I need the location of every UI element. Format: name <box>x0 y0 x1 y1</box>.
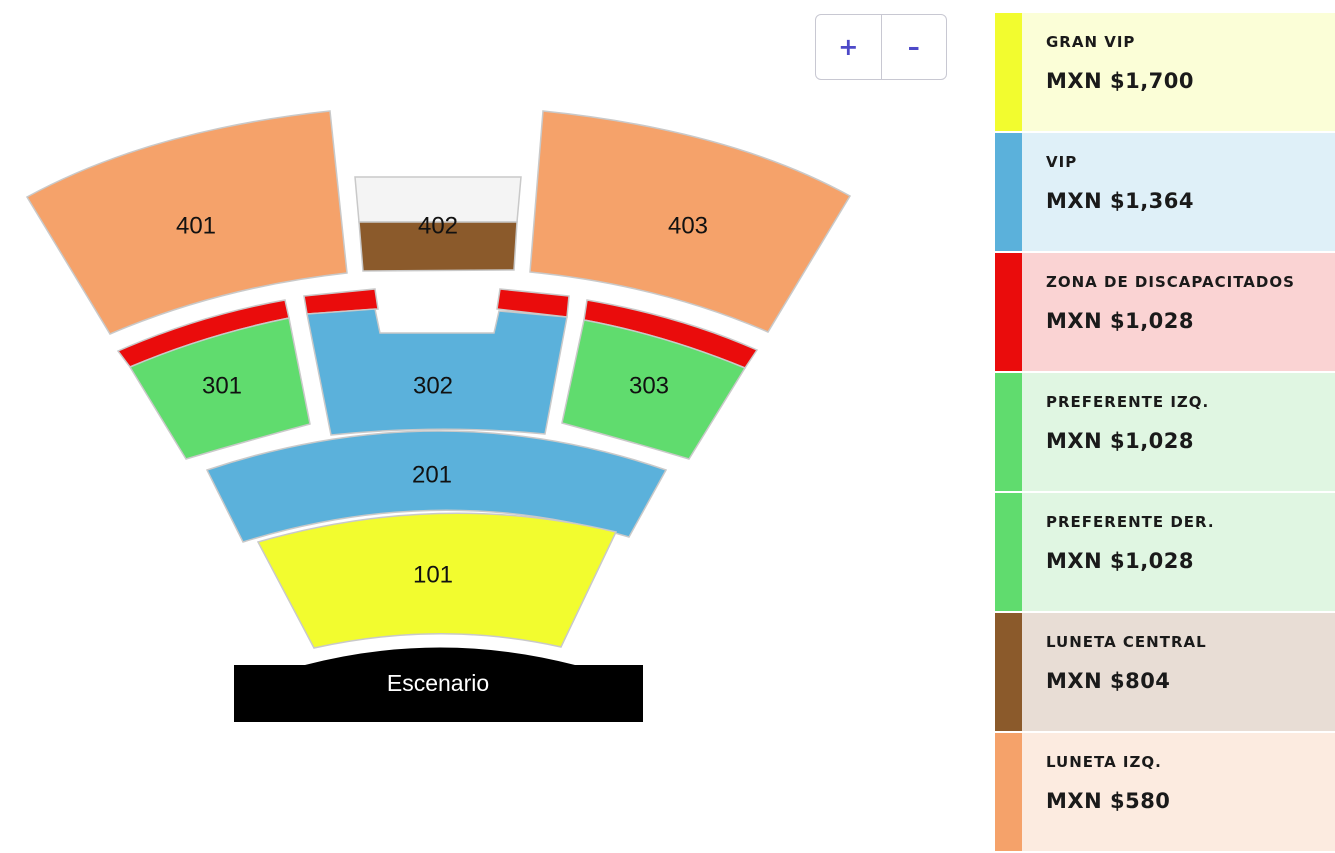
legend-swatch <box>995 493 1022 611</box>
legend-body: VIP MXN $1,364 <box>1022 133 1335 251</box>
legend-body: LUNETA CENTRAL MXN $804 <box>1022 613 1335 731</box>
section-402[interactable] <box>358 221 518 272</box>
legend-item-discapacitados[interactable]: ZONA DE DISCAPACITADOS MXN $1,028 <box>995 253 1335 371</box>
legend-swatch <box>995 613 1022 731</box>
section-302-accessible-left[interactable] <box>303 288 379 315</box>
legend-zone-price: MXN $1,700 <box>1046 69 1195 93</box>
section-402-unavailable <box>354 176 522 223</box>
legend-item-luneta-izq[interactable]: LUNETA IZQ. MXN $580 <box>995 733 1335 851</box>
legend-swatch <box>995 13 1022 131</box>
zoom-in-button[interactable]: + <box>838 33 859 61</box>
section-303[interactable] <box>561 319 747 460</box>
section-401[interactable] <box>25 110 348 335</box>
legend-zone-price: MXN $1,028 <box>1046 309 1195 333</box>
section-403[interactable] <box>529 110 852 333</box>
legend-body: PREFERENTE DER. MXN $1,028 <box>1022 493 1335 611</box>
legend-zone-name: VIP <box>1046 153 1078 171</box>
venue-map-svg[interactable]: 401 402 403 301 302 303 201 101 Escenari… <box>0 0 990 838</box>
section-301[interactable] <box>128 317 311 460</box>
legend-zone-name: LUNETA CENTRAL <box>1046 633 1207 651</box>
legend-zone-name: LUNETA IZQ. <box>1046 753 1162 771</box>
price-legend: GRAN VIP MXN $1,700 VIP MXN $1,364 ZONA … <box>995 13 1335 853</box>
stage-label: Escenario <box>387 670 489 696</box>
seating-map[interactable]: 401 402 403 301 302 303 201 101 Escenari… <box>0 0 990 838</box>
legend-swatch <box>995 253 1022 371</box>
legend-item-luneta-central[interactable]: LUNETA CENTRAL MXN $804 <box>995 613 1335 731</box>
legend-zone-name: PREFERENTE DER. <box>1046 513 1215 531</box>
legend-zone-price: MXN $1,364 <box>1046 189 1195 213</box>
legend-swatch <box>995 133 1022 251</box>
legend-item-vip[interactable]: VIP MXN $1,364 <box>995 133 1335 251</box>
zoom-controls: + – <box>815 14 947 80</box>
zoom-out-button[interactable]: – <box>880 15 947 79</box>
legend-zone-name: GRAN VIP <box>1046 33 1136 51</box>
legend-body: LUNETA IZQ. MXN $580 <box>1022 733 1335 851</box>
legend-zone-price: MXN $804 <box>1046 669 1171 693</box>
legend-item-preferente-izq[interactable]: PREFERENTE IZQ. MXN $1,028 <box>995 373 1335 491</box>
legend-zone-price: MXN $1,028 <box>1046 549 1195 573</box>
section-302[interactable] <box>306 308 568 436</box>
section-201[interactable] <box>205 430 668 543</box>
legend-zone-name: ZONA DE DISCAPACITADOS <box>1046 273 1295 291</box>
legend-body: PREFERENTE IZQ. MXN $1,028 <box>1022 373 1335 491</box>
legend-zone-name: PREFERENTE IZQ. <box>1046 393 1210 411</box>
legend-zone-price: MXN $1,028 <box>1046 429 1195 453</box>
legend-body: GRAN VIP MXN $1,700 <box>1022 13 1335 131</box>
legend-swatch <box>995 373 1022 491</box>
legend-swatch <box>995 733 1022 851</box>
legend-body: ZONA DE DISCAPACITADOS MXN $1,028 <box>1022 253 1335 371</box>
legend-item-preferente-der[interactable]: PREFERENTE DER. MXN $1,028 <box>995 493 1335 611</box>
stage <box>234 647 643 722</box>
legend-item-gran-vip[interactable]: GRAN VIP MXN $1,700 <box>995 13 1335 131</box>
legend-zone-price: MXN $580 <box>1046 789 1171 813</box>
section-101[interactable] <box>256 512 618 649</box>
